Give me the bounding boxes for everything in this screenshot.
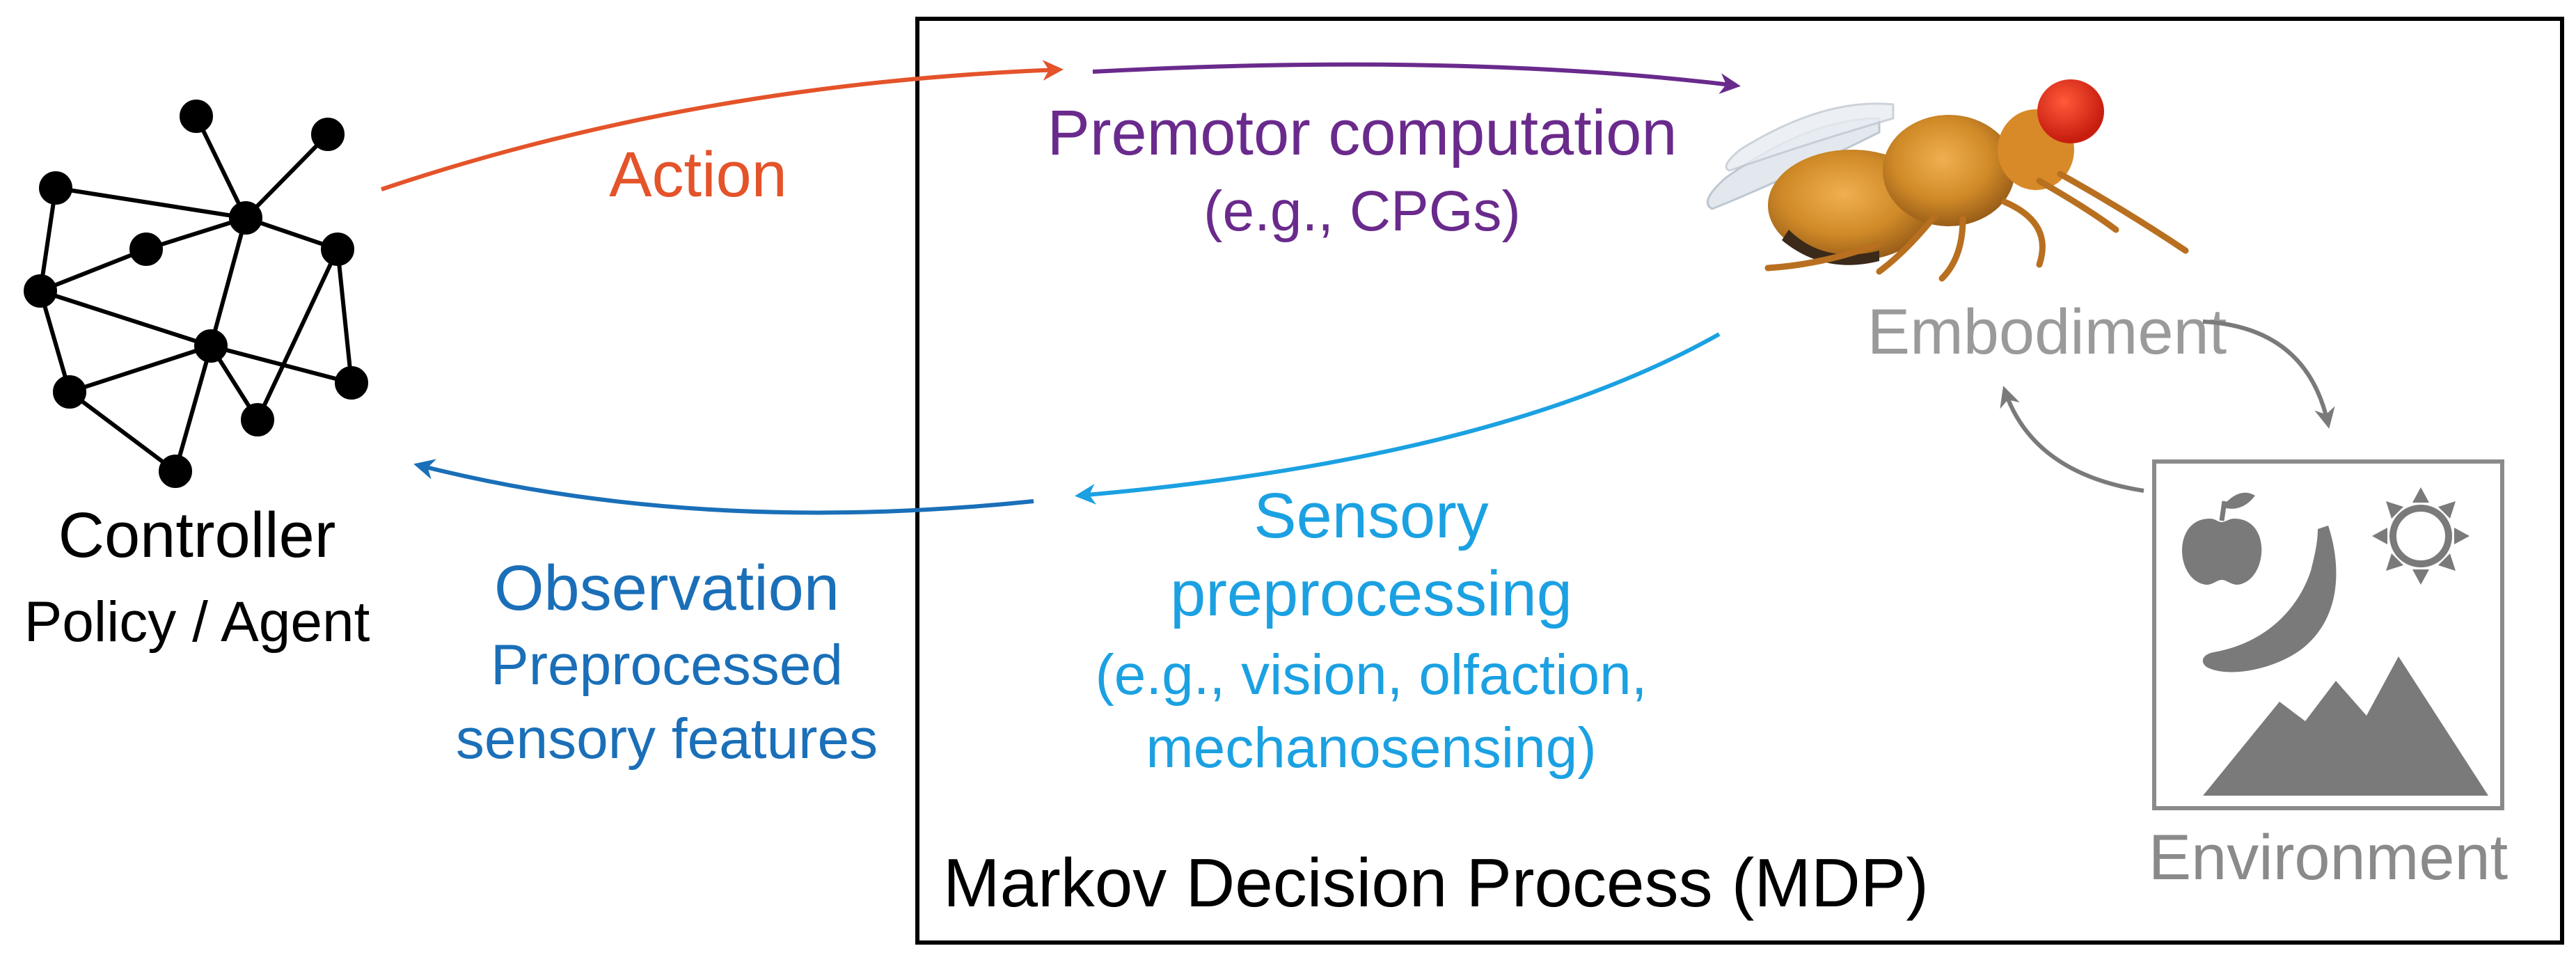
sensory-line4: mechanosensing) <box>1146 716 1596 780</box>
environment-box <box>2152 459 2504 810</box>
observation-title: Observation <box>494 553 839 624</box>
sun-icon <box>2372 487 2470 585</box>
mdp-box <box>915 17 2564 945</box>
sensory-arrow <box>1075 332 1721 505</box>
observation-line3: sensory features <box>456 707 878 771</box>
sensory-line2: preprocessing <box>1170 558 1572 629</box>
action-arrow <box>381 59 1064 191</box>
sensory-line3: (e.g., vision, olfaction, <box>1095 643 1647 707</box>
premotor-example: (e.g., CPGs) <box>1203 180 1521 243</box>
mdp-label: Markov Decision Process (MDP) <box>943 844 1929 921</box>
observation-line2: Preprocessed <box>491 633 843 697</box>
embodiment-to-environment-arrow <box>2202 320 2335 429</box>
premotor-arrow <box>1092 62 1741 94</box>
controller-subtitle: Policy / Agent <box>24 590 370 654</box>
environment-to-embodiment-arrow <box>2000 386 2144 493</box>
controller-title: Controller <box>58 500 336 571</box>
premotor-title: Premotor computation <box>1047 97 1677 168</box>
banana-icon <box>2202 526 2337 672</box>
mountains-icon <box>2203 656 2488 796</box>
controller-network-icon <box>24 100 368 488</box>
sensory-line1: Sensory <box>1254 480 1489 551</box>
fly-icon <box>1706 79 2189 282</box>
observation-arrow <box>413 459 1034 515</box>
embodiment-label: Embodiment <box>1867 297 2227 368</box>
apple-icon <box>2182 492 2262 585</box>
environment-label: Environment <box>2149 822 2508 893</box>
action-label: Action <box>609 139 787 210</box>
